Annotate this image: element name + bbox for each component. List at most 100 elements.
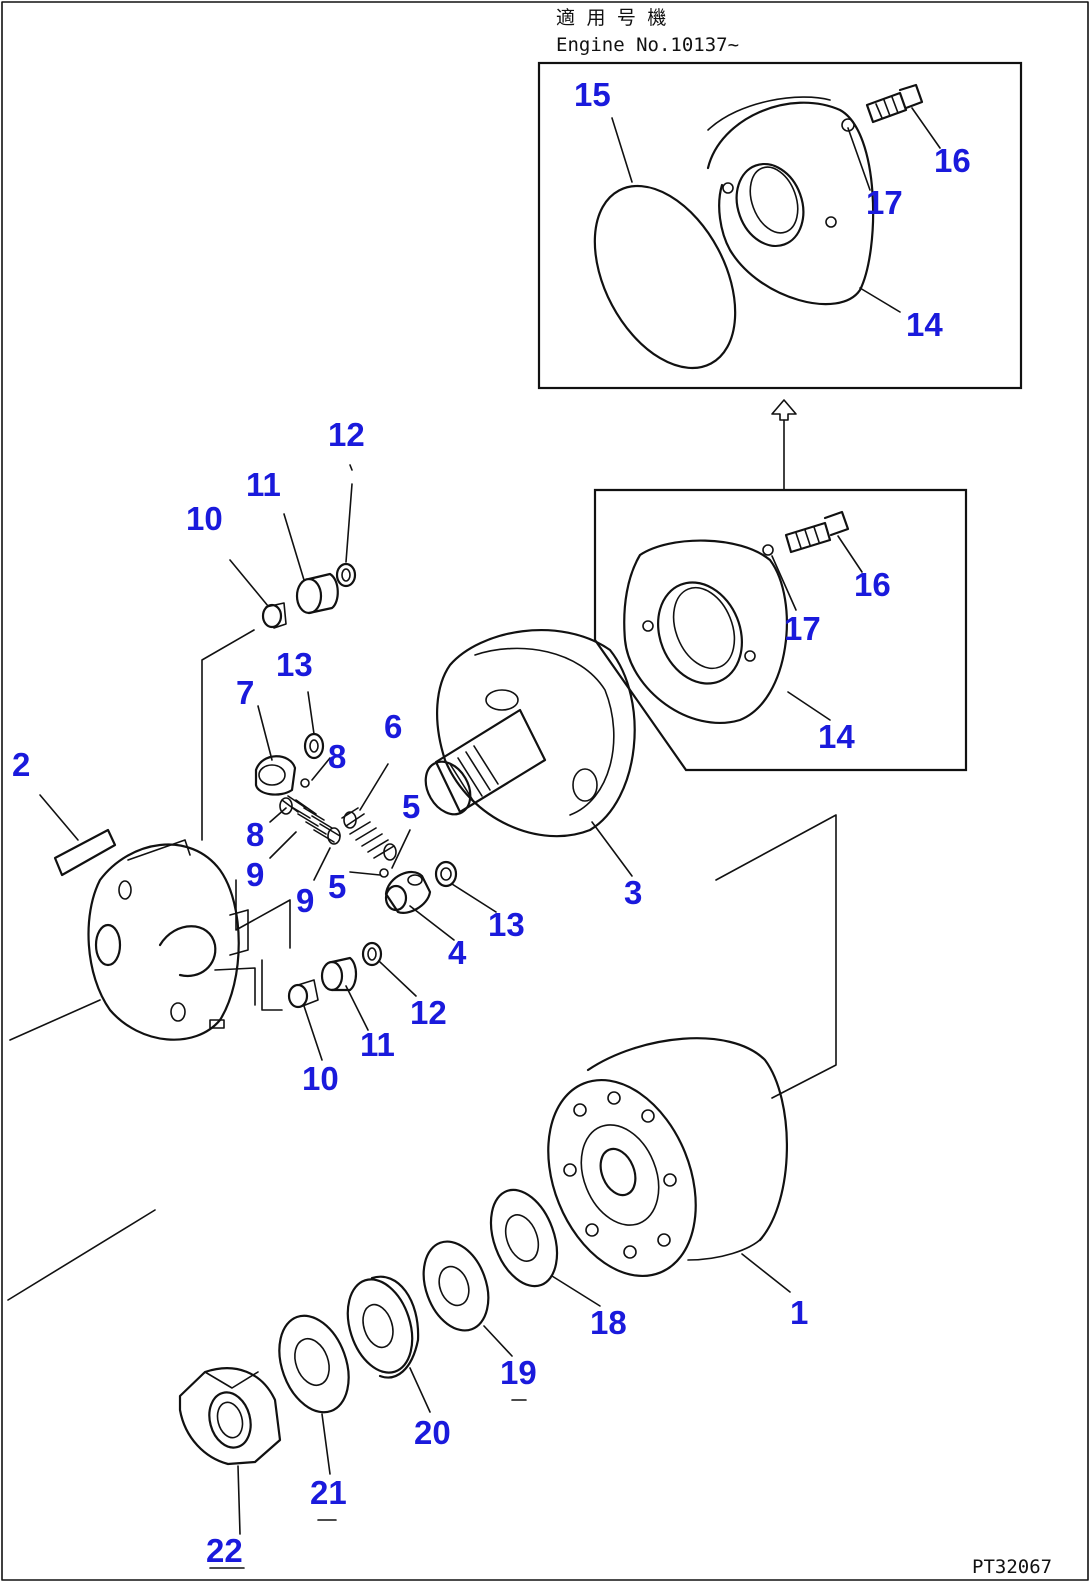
- bushing-part-11-lower: [320, 956, 358, 992]
- callout-c5a: 5: [402, 788, 420, 825]
- center-axis-line: [9, 999, 101, 1041]
- applicable-serial-label: 適 用 号 機: [556, 7, 666, 29]
- callout-c16b: 16: [854, 566, 891, 603]
- plug-part-7: [254, 755, 297, 796]
- callout-c9b: 9: [296, 882, 314, 919]
- leader-17-lower: [771, 555, 797, 611]
- assembly-line-right: [715, 814, 837, 1099]
- callout-c19: 19: [500, 1354, 537, 1391]
- callout-c11b: 11: [360, 1026, 395, 1063]
- bolt-part-16-lower: [784, 510, 850, 554]
- leader-5-lower: [349, 871, 381, 876]
- leader-19: [483, 1325, 513, 1357]
- callout-c14a: 14: [906, 306, 943, 343]
- callout-c12a: 12: [328, 416, 365, 453]
- pulley-part-1: [547, 1037, 788, 1278]
- cover-plate-part-14-lower: [623, 539, 788, 725]
- leader-14-upper: [859, 287, 901, 313]
- bolt-part-16-upper: [865, 83, 924, 124]
- leader-15: [611, 117, 633, 183]
- leader-10-upper: [229, 559, 269, 607]
- leader-7: [257, 705, 273, 761]
- ring-part-12-upper: [335, 562, 357, 588]
- bushing-part-11-upper: [295, 572, 339, 615]
- callout-c10a: 10: [186, 500, 223, 537]
- callout-c16a: 16: [934, 142, 971, 179]
- leader-1: [741, 1253, 791, 1293]
- inset-box-upper: [537, 61, 1023, 390]
- leader-20: [409, 1367, 431, 1413]
- center-axis-line-lower: [7, 1209, 156, 1301]
- leader-5-upper: [391, 829, 411, 869]
- figure-code: PT32067: [972, 1556, 1052, 1578]
- callout-c7: 7: [236, 674, 254, 711]
- reference-arrow: [771, 399, 797, 491]
- leader-10-lower: [303, 1005, 323, 1061]
- leader-14-lower: [787, 691, 831, 721]
- leader-12-upper: [345, 483, 353, 563]
- leader-8-upper: [311, 757, 331, 781]
- callout-c21: 21: [310, 1474, 347, 1511]
- assembly-line-upper: [201, 629, 255, 841]
- pin-part-10-upper: [261, 602, 287, 629]
- leader-4: [409, 905, 455, 941]
- callout-c9a: 9: [246, 856, 264, 893]
- leader-8-lower: [269, 807, 287, 823]
- callout-c20: 20: [414, 1414, 451, 1451]
- ring-part-13-lower: [434, 860, 458, 888]
- leader-9-left: [269, 831, 297, 859]
- pin-part-10-lower: [287, 979, 319, 1009]
- leader-9-right: [313, 847, 331, 881]
- callout-c3: 3: [624, 874, 642, 911]
- washer-part-18: [489, 1188, 559, 1288]
- callout-c10b: 10: [302, 1060, 339, 1097]
- pump-body-part-2: [53, 828, 256, 1041]
- leader-13-lower: [451, 883, 497, 913]
- spring-part-9-left: [279, 795, 341, 845]
- leader-13-upper: [307, 691, 315, 735]
- leader-16-upper: [911, 107, 941, 149]
- callout-c14b: 14: [818, 718, 855, 755]
- leader-16-lower: [837, 535, 863, 573]
- washer-part-19: [422, 1240, 490, 1332]
- assembly-line-middle: [235, 879, 291, 949]
- callout-c4: 4: [448, 934, 467, 971]
- leader-3: [591, 821, 633, 877]
- o-ring-part-15: [593, 184, 737, 370]
- leader-11-lower: [345, 985, 369, 1031]
- leader-12-upper-tick: [349, 464, 353, 471]
- washer-part-21: [278, 1314, 350, 1414]
- bearing-part-20: [346, 1275, 420, 1379]
- callout-c22: 22: [206, 1532, 243, 1569]
- callout-c1: 1: [790, 1294, 808, 1331]
- callout-c18: 18: [590, 1304, 627, 1341]
- pump-hub-part-3: [424, 629, 636, 838]
- assembly-line-lower: [261, 959, 283, 1011]
- callout-c12b: 12: [410, 994, 447, 1031]
- leader-22: [237, 1465, 241, 1535]
- leader-17-upper: [847, 127, 871, 191]
- callout-c13b: 13: [488, 906, 525, 943]
- callout-c5b: 5: [328, 868, 346, 905]
- leader-21: [321, 1413, 331, 1475]
- plug-part-4: [384, 870, 432, 914]
- callout-c2: 2: [12, 746, 30, 783]
- leader-11-upper: [283, 513, 305, 581]
- cover-plate-part-14-upper: [706, 96, 875, 306]
- inset-box-lower: [593, 488, 968, 772]
- callout-c15: 15: [574, 76, 611, 113]
- callout-c13a: 13: [276, 646, 313, 683]
- callout-c8b: 8: [246, 816, 264, 853]
- pin-part-5: [379, 868, 389, 878]
- pin-part-8: [300, 778, 310, 788]
- callout-c17b: 17: [784, 610, 821, 647]
- leader-6: [359, 763, 389, 811]
- spring-part-6: [341, 807, 397, 861]
- leader-2: [39, 794, 79, 841]
- leader-18: [551, 1275, 601, 1307]
- ring-part-12-lower: [361, 941, 383, 967]
